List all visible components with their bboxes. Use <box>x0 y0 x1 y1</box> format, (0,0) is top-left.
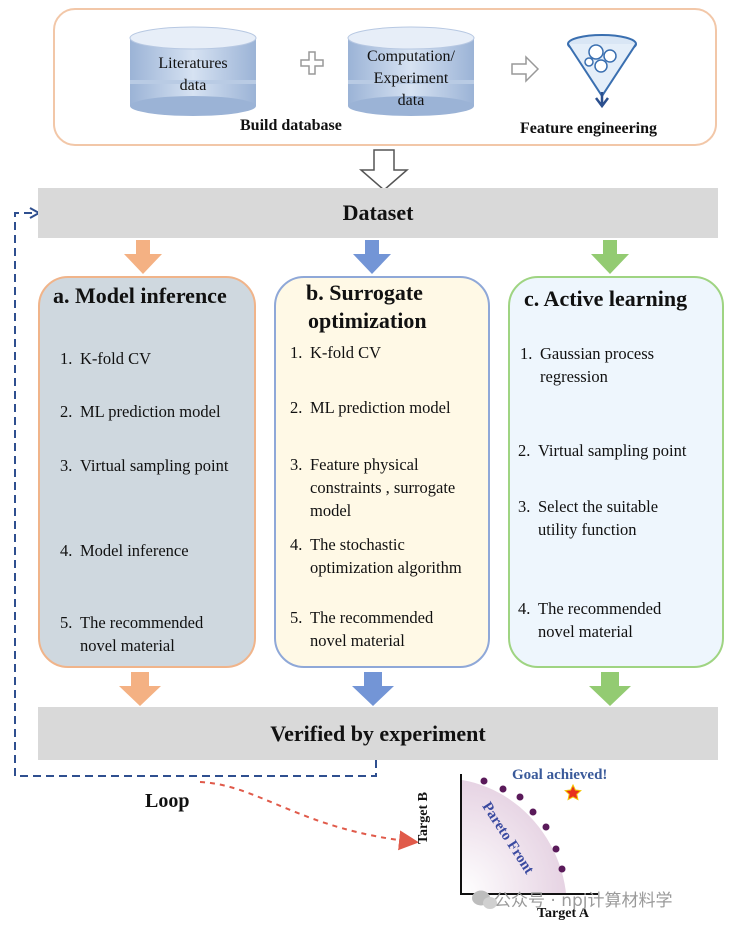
wechat-icon <box>472 890 497 909</box>
pareto-chart <box>460 774 598 895</box>
down-arrow-icon <box>358 149 410 191</box>
dataset-bar: Dataset <box>38 188 718 238</box>
loop-red-arrow <box>199 781 419 851</box>
arrow-to-panel-a-icon <box>124 240 162 274</box>
panel-c-step-2: 2.Virtual sampling point <box>518 441 687 460</box>
watermark: 公众号 · npj计算材料学 <box>494 891 673 911</box>
build-database-label: Build database <box>240 117 342 134</box>
panel-surrogate-optimization <box>274 276 490 668</box>
verified-bar: Verified by experiment <box>38 707 718 760</box>
dataset-label: Dataset <box>342 200 414 225</box>
literatures-database-icon <box>129 26 257 116</box>
arrow-from-panel-b-icon <box>352 672 394 706</box>
loop-label: Loop <box>145 790 190 812</box>
x-axis-label: Target A <box>537 906 589 921</box>
panel-model-inference <box>38 276 256 668</box>
plus-icon <box>300 51 324 75</box>
arrow-to-panel-c-icon <box>591 240 629 274</box>
panel-a-title: a. Model inference <box>53 283 227 308</box>
right-arrow-icon <box>511 55 540 83</box>
arrow-from-panel-a-icon <box>119 672 161 706</box>
verified-label: Verified by experiment <box>270 721 486 746</box>
goal-star-icon <box>564 783 582 801</box>
panel-b-step-1: 1.K-fold CV <box>290 343 382 362</box>
funnel-icon <box>567 34 637 109</box>
computation-database-icon <box>347 26 475 116</box>
panel-a-step-3: 3.Virtual sampling point <box>60 456 229 475</box>
panel-active-learning <box>508 276 724 668</box>
pareto-points <box>480 777 566 873</box>
panel-a-step-2: 2.ML prediction model <box>60 402 221 421</box>
arrow-to-panel-b-icon <box>353 240 391 274</box>
panel-b-step-2: 2.ML prediction model <box>290 398 451 417</box>
arrow-from-panel-c-icon <box>589 672 631 706</box>
panel-c-title: c. Active learning <box>524 286 688 311</box>
goal-achieved-label: Goal achieved! <box>512 767 608 783</box>
y-axis-label: Target B <box>415 792 431 844</box>
panel-a-step-1: 1.K-fold CV <box>60 349 152 368</box>
panel-a-step-4: 4.Model inference <box>60 541 189 560</box>
feature-engineering-label: Feature engineering <box>520 120 658 137</box>
